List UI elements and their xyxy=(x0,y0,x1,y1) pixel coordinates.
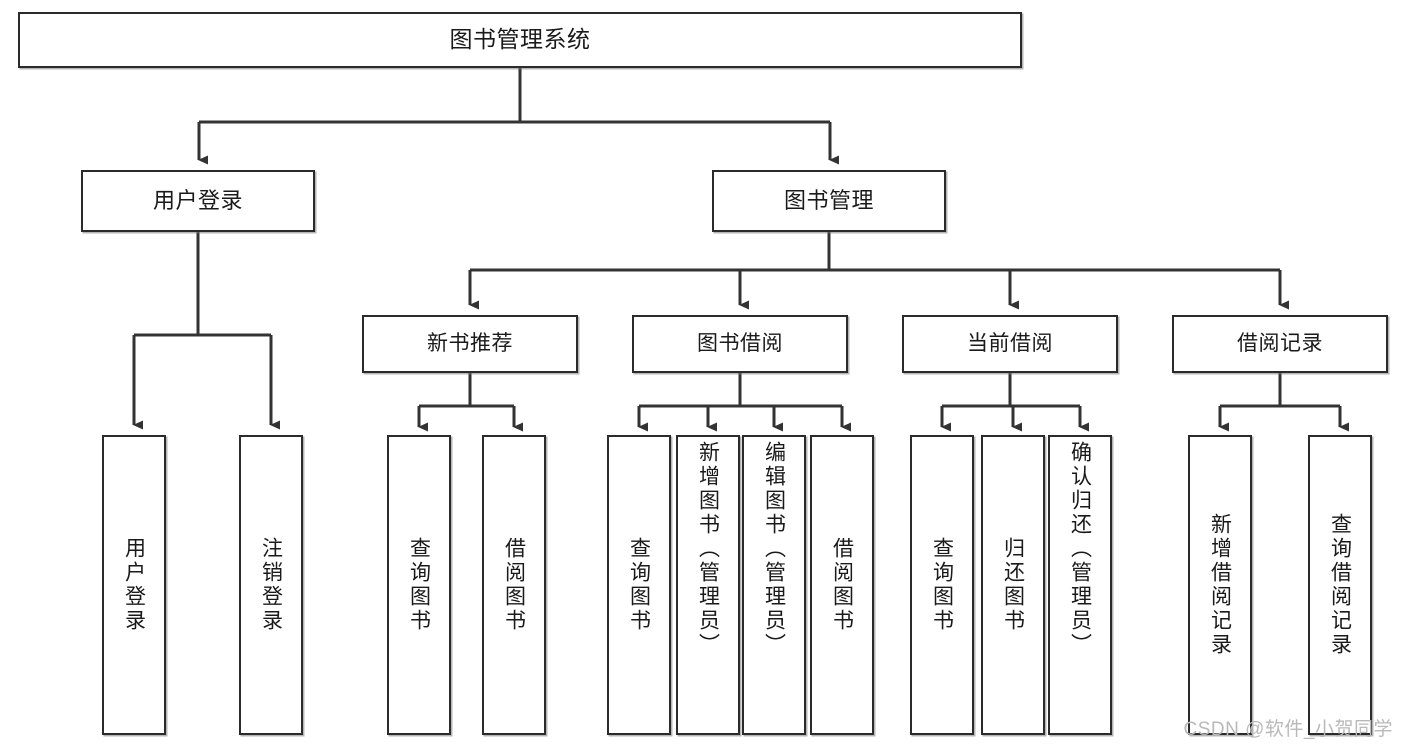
node-label: 确认归还（管理员） xyxy=(1068,441,1092,657)
node-book-management-system[interactable]: 图书管理系统 xyxy=(18,12,1022,68)
watermark: CSDN @软件_小贺同学 xyxy=(1183,719,1393,740)
node-leaf-query-borrow-record[interactable]: 查询借阅记录 xyxy=(1308,435,1372,735)
node-leaf-user-login[interactable]: 用户登录 xyxy=(102,435,166,735)
node-label: 新书推荐 xyxy=(427,331,513,355)
node-label: 归还图书 xyxy=(1001,537,1025,633)
node-label: 用户登录 xyxy=(122,537,146,633)
node-label: 图书管理 xyxy=(783,188,874,214)
node-leaf-edit-book-admin[interactable]: 编辑图书（管理员） xyxy=(742,435,806,735)
node-leaf-query-book-recommend[interactable]: 查询图书 xyxy=(387,435,451,735)
node-leaf-add-book-admin[interactable]: 新增图书（管理员） xyxy=(676,435,740,735)
node-label: 查询借阅记录 xyxy=(1328,513,1352,657)
node-book-borrow[interactable]: 图书借阅 xyxy=(632,315,848,373)
node-label: 当前借阅 xyxy=(967,331,1053,355)
node-leaf-return-book[interactable]: 归还图书 xyxy=(981,435,1045,735)
node-label: 借阅图书 xyxy=(502,537,526,633)
node-label: 查询图书 xyxy=(407,537,431,633)
node-label: 借阅记录 xyxy=(1237,331,1323,355)
node-label: 图书借阅 xyxy=(697,331,783,355)
node-label: 编辑图书（管理员） xyxy=(762,441,786,657)
node-label: 注销登录 xyxy=(259,537,283,633)
node-book-manage[interactable]: 图书管理 xyxy=(712,170,946,232)
node-leaf-logout-login[interactable]: 注销登录 xyxy=(239,435,303,735)
node-label: 查询图书 xyxy=(627,537,651,633)
node-label: 图书管理系统 xyxy=(449,26,591,53)
node-borrow-record[interactable]: 借阅记录 xyxy=(1172,315,1388,373)
node-leaf-borrow-book[interactable]: 借阅图书 xyxy=(810,435,874,735)
node-leaf-query-book-borrow[interactable]: 查询图书 xyxy=(607,435,671,735)
node-label: 查询图书 xyxy=(930,537,954,633)
node-leaf-confirm-return-admin[interactable]: 确认归还（管理员） xyxy=(1048,435,1112,735)
node-label: 借阅图书 xyxy=(830,537,854,633)
node-label: 新增借阅记录 xyxy=(1208,513,1232,657)
node-label: 新增图书（管理员） xyxy=(696,441,720,657)
node-new-book-recommend[interactable]: 新书推荐 xyxy=(362,315,578,373)
node-current-borrow[interactable]: 当前借阅 xyxy=(902,315,1118,373)
node-leaf-query-book-current[interactable]: 查询图书 xyxy=(910,435,974,735)
node-leaf-borrow-book-recommend[interactable]: 借阅图书 xyxy=(482,435,546,735)
node-leaf-add-borrow-record[interactable]: 新增借阅记录 xyxy=(1188,435,1252,735)
node-user-login[interactable]: 用户登录 xyxy=(81,170,315,232)
node-label: 用户登录 xyxy=(152,188,243,214)
